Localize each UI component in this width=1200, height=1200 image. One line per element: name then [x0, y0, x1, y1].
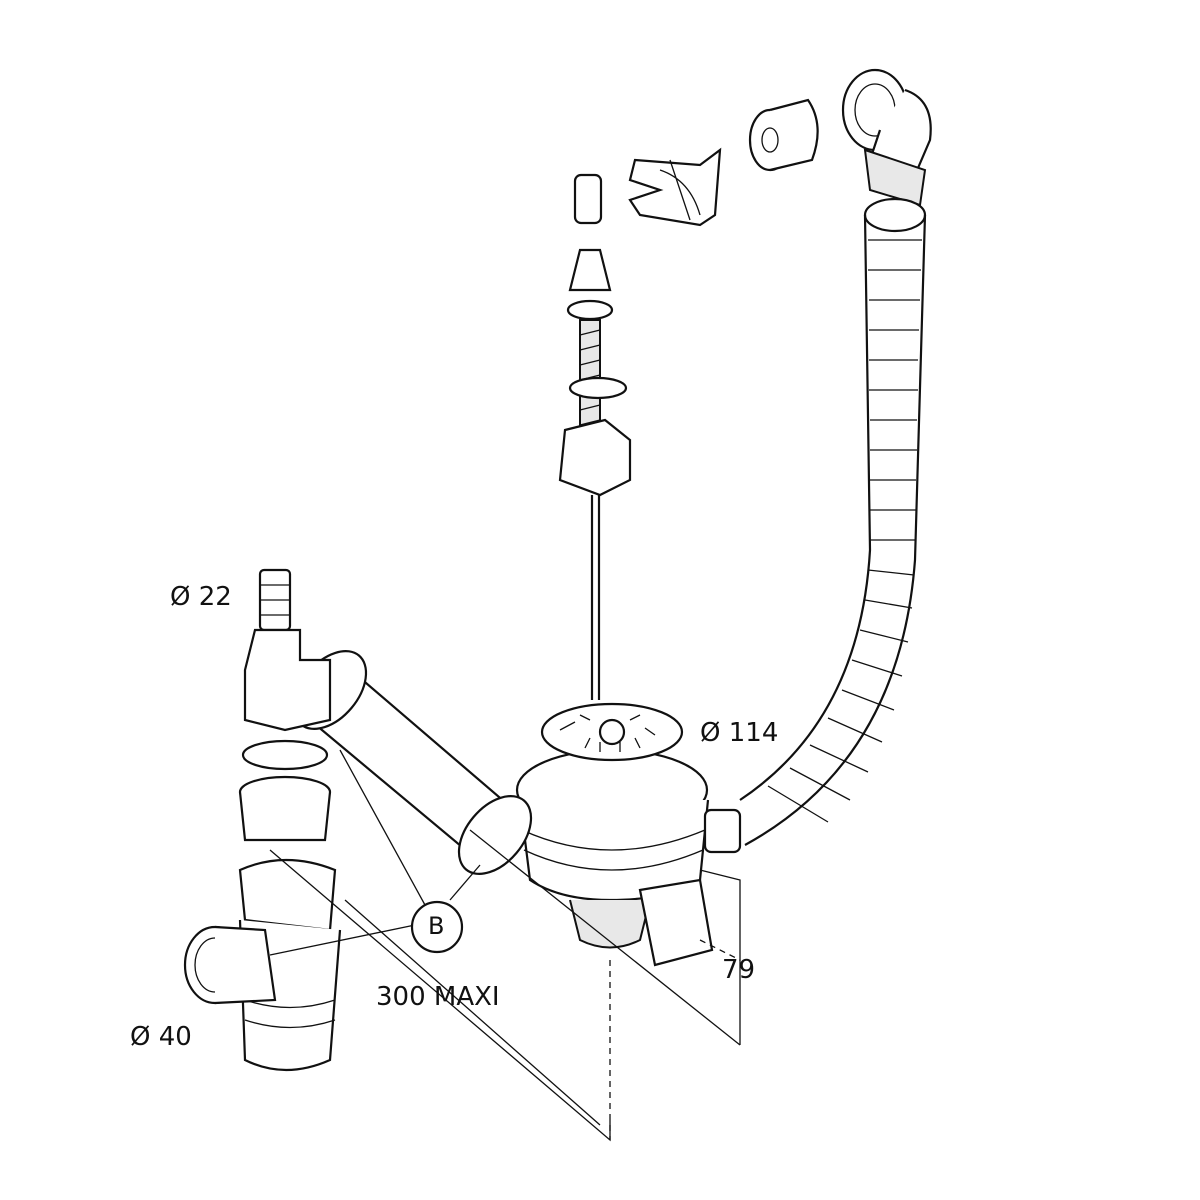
pop-up-control: [558, 173, 632, 700]
strainer-waste: [515, 702, 742, 967]
overflow-spigot: [243, 568, 332, 732]
callout-b-circle: [410, 900, 464, 954]
bottle-trap: [183, 739, 342, 1072]
callout-leaders: [269, 749, 741, 1142]
flexible-hose: [739, 197, 927, 846]
label-diameter-40: Ø 40: [130, 1022, 192, 1052]
label-diameter-114: Ø 114: [700, 718, 779, 748]
label-callout-b: B: [428, 912, 445, 940]
overflow-elbow: [841, 68, 932, 207]
label-300-maxi: 300 MAXI: [376, 982, 500, 1012]
label-height-79: 79: [722, 955, 756, 985]
overflow-bracket: [628, 147, 722, 227]
overflow-cap: [748, 98, 819, 172]
label-diameter-22: Ø 22: [170, 582, 232, 612]
